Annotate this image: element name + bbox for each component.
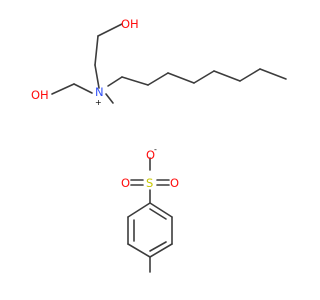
ring-bond-3 xyxy=(149,243,173,258)
sulfur-label: S xyxy=(146,176,153,190)
bond-octyl-4 xyxy=(193,70,215,84)
oh-left-label: OH xyxy=(31,88,49,102)
sulfonate-o-right-label: O xyxy=(170,176,179,190)
bond-octyl-3 xyxy=(167,72,195,84)
bond-left-arm xyxy=(73,83,93,94)
atom-labels: OH OH N + O - O S O xyxy=(31,17,179,190)
ring-bond-1 xyxy=(149,202,173,218)
sulfonate-o-left-label: O xyxy=(121,176,130,190)
ring-bond-4 xyxy=(127,243,151,258)
bond-octyl-7 xyxy=(259,68,287,80)
ring-double-1 xyxy=(149,208,167,220)
cation-bonds xyxy=(51,23,287,104)
sulfonate-o-minus-label: O xyxy=(146,148,155,162)
bond-octyl-2 xyxy=(147,72,169,86)
nitrogen-label: N xyxy=(95,85,104,99)
bond-n-octyl xyxy=(107,76,123,87)
nitrogen-charge-label: + xyxy=(95,98,102,107)
bond-octyl-1 xyxy=(121,76,149,86)
ring-bond-6 xyxy=(127,202,151,218)
bond-oh-top xyxy=(97,23,123,37)
bond-oh-left xyxy=(51,83,75,95)
sulfonate-minus-charge: - xyxy=(154,145,157,154)
bond-octyl-5 xyxy=(213,70,241,82)
chemical-structure: OH OH N + O - O S O xyxy=(31,17,287,273)
anion-bonds xyxy=(127,157,173,273)
bond-n-methyl xyxy=(105,93,114,104)
oh-top-label: OH xyxy=(121,17,139,31)
bond-octyl-6 xyxy=(239,68,261,82)
bond-top-arm-2 xyxy=(94,64,100,89)
ring-double-2 xyxy=(149,241,167,252)
bond-top-arm-1 xyxy=(94,35,99,66)
